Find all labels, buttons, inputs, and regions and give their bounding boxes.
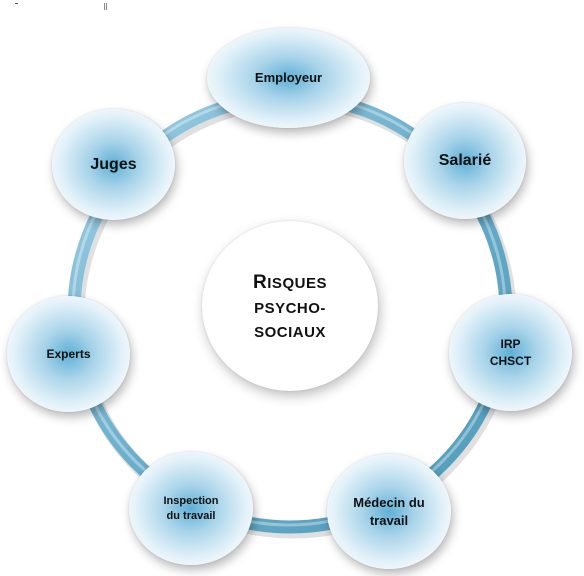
center-line-1: RISQUES (253, 268, 327, 297)
node-juges: Juges (52, 109, 175, 220)
node-label-irp-chsct: IRP CHSCT (489, 337, 532, 368)
node-irp-chsct: IRP CHSCT (449, 294, 572, 411)
center-line-1-rest: ISQUES (267, 275, 327, 293)
corner-mark (15, 3, 18, 4)
node-label-medecin-du-travail: Médecin du travail (353, 494, 425, 528)
corner-mark (104, 3, 107, 10)
node-salarie: Salarié (404, 103, 526, 219)
node-experts: Experts (7, 296, 130, 412)
node-inspection-du-travail: Inspection du travail (129, 452, 253, 565)
center-line-3: SOCIAUX (254, 323, 326, 341)
node-label-inspection-du-travail: Inspection du travail (163, 494, 219, 522)
node-label-experts: Experts (46, 346, 91, 361)
node-label-employeur: Employeur (254, 70, 323, 86)
center-label: RISQUES PSYCHO- SOCIAUX (253, 268, 327, 344)
node-employeur: Employeur (207, 28, 370, 128)
center-line-1-initial: R (253, 272, 268, 294)
node-label-salarie: Salarié (438, 152, 492, 170)
node-medecin-du-travail: Médecin du travail (327, 454, 451, 569)
center-risques-psychosociaux: RISQUES PSYCHO- SOCIAUX (202, 221, 378, 391)
node-label-juges: Juges (90, 155, 137, 173)
center-line-2: PSYCHO- (254, 300, 326, 318)
